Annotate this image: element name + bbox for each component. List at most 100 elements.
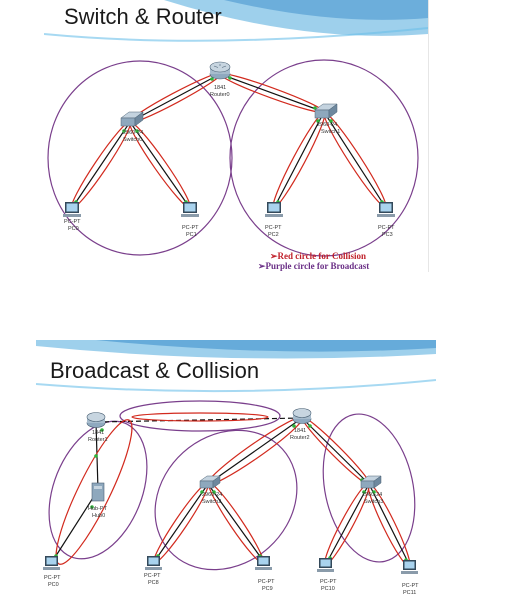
switch0-model-label: 2960-24 (123, 130, 143, 136)
hub-icon (91, 482, 105, 502)
pc-icon (265, 202, 283, 217)
pc-icon (181, 202, 199, 217)
svg-text:➢Purple circle for Broadcast: ➢Purple circle for Broadcast (258, 261, 369, 271)
link-switch1-pc2 (273, 111, 325, 209)
pc-icon (401, 560, 418, 574)
switch1[interactable]: 2960-24 Switch1 (314, 103, 340, 135)
switch0-name-label: Switch0 (123, 137, 142, 143)
pc1-type-label: PC-PT (182, 225, 199, 231)
pc1-name-label: PC1 (186, 232, 197, 238)
switch-icon (360, 475, 382, 489)
link-switch0-pc0 (71, 121, 131, 209)
link-switch0-pc1 (129, 121, 191, 209)
link-switch3-pc11 (368, 483, 411, 567)
header-band (36, 340, 436, 393)
switch3-name-label: Switch3 (364, 499, 383, 505)
collision-domain-router-link (131, 412, 269, 422)
pc-icon (255, 556, 272, 570)
pc10-name-label: PC10 (321, 586, 335, 592)
pc8-name-label: PC8 (148, 580, 159, 586)
svg-text:➢Red circle for Collision: ➢Red circle for Collision (270, 251, 366, 261)
pc0-name-label: PC0 (68, 226, 79, 232)
pc3-name-label: PC3 (382, 232, 393, 238)
pc8-type-label: PC-PT (144, 573, 161, 579)
pc9-name-label: PC9 (262, 586, 273, 592)
pc0-type-label: PC-PT (44, 575, 61, 581)
pc0[interactable]: PC-PT PC0 (63, 202, 81, 232)
pc-icon (317, 558, 334, 572)
router1-name-label: Router1 (88, 437, 108, 443)
router-icon (292, 408, 312, 424)
link-switch3-pc10 (325, 483, 370, 565)
slide-title: Broadcast & Collision (50, 358, 260, 383)
port-leds (54, 424, 408, 562)
link-router-switch0 (129, 73, 221, 123)
arrow-icon: ➢ (270, 251, 278, 261)
router-model-label: 1841 (214, 85, 226, 91)
router1[interactable]: 1841 Router1 (86, 412, 108, 444)
broadcast-domain-switch2 (154, 429, 298, 571)
pc8[interactable]: PC-PT PC8 (144, 556, 162, 586)
pc0-name-label: PC0 (48, 582, 59, 588)
pc10-type-label: PC-PT (320, 579, 337, 585)
pc-icon (377, 202, 395, 217)
arrow-icon: ➢ (258, 261, 266, 271)
router1-model-label: 1841 (92, 430, 104, 436)
pc3-type-label: PC-PT (378, 225, 395, 231)
pc11-name-label: PC11 (403, 590, 416, 596)
hub0[interactable]: Hub-PT Hub0 (88, 482, 108, 519)
switch3-model-label: 2960-24 (362, 492, 382, 498)
link-switch2-pc8 (153, 483, 209, 563)
switch1-model-label: 2960-24 (317, 122, 337, 128)
slide-switch-router: 1841 Router0 2960-24 Switch0 2960-24 Swi… (44, 0, 429, 272)
legend-collision-text: Red circle for Collision (278, 251, 366, 261)
router0[interactable]: 1841 Router0 (209, 61, 231, 98)
pc-icon (63, 202, 81, 217)
switch3[interactable]: 2960-24 Switch3 (360, 475, 383, 505)
link-router-switch1 (219, 73, 325, 113)
router2[interactable]: 1841 Router2 (290, 408, 312, 442)
broadcast-domains (48, 400, 416, 571)
header-band (44, 0, 428, 42)
pc9[interactable]: PC-PT PC9 (255, 556, 275, 592)
router-icon (86, 412, 106, 428)
diagram-switch-router: 1841 Router0 2960-24 Switch0 2960-24 Swi… (44, 0, 428, 271)
pc10[interactable]: PC-PT PC10 (317, 558, 337, 592)
broadcast-domain-router-link (119, 400, 281, 432)
switch1-name-label: Switch1 (321, 129, 340, 135)
slide-title: Switch & Router (64, 4, 222, 29)
link-router2-switch2 (207, 417, 303, 485)
pc1[interactable]: PC-PT PC1 (181, 202, 199, 238)
pc2-name-label: PC2 (268, 232, 279, 238)
pc-icon (145, 556, 162, 570)
switch2[interactable]: 2960-24 Switch2 (199, 475, 222, 505)
pc11[interactable]: PC-PT PC11 (401, 560, 419, 596)
hub-name-label: Hub0 (92, 513, 105, 519)
switch-icon (199, 475, 221, 489)
collision-domain-hub (55, 419, 133, 565)
pc3[interactable]: PC-PT PC3 (377, 202, 395, 238)
switch-icon (314, 103, 338, 119)
broadcast-domain-circle-right (229, 59, 419, 257)
pc0[interactable]: PC-PT PC0 (43, 556, 61, 588)
hub-model-label: Hub-PT (88, 506, 108, 512)
diagram-broadcast-collision: 1841 Router1 1841 Router2 Hub-PT Hub0 (36, 340, 436, 596)
switch2-model-label: 2960-24 (202, 492, 222, 498)
router2-name-label: Router2 (290, 435, 310, 441)
broadcast-domain-hub (48, 420, 148, 560)
switch0[interactable]: 2960-24 Switch0 (120, 111, 144, 143)
pc-icon (43, 556, 60, 570)
router2-model-label: 1841 (294, 428, 306, 434)
pc11-type-label: PC-PT (402, 583, 419, 589)
switch-icon (120, 111, 144, 127)
link-switch1-pc3 (323, 111, 387, 209)
router-icon (209, 61, 231, 80)
pc0-type-label: PC-PT (64, 219, 81, 225)
link-router2-switch3 (301, 417, 370, 485)
legend: ➢Red circle for Collision ➢Purple circle… (258, 251, 369, 271)
legend-broadcast-text: Purple circle for Broadcast (266, 261, 370, 271)
switch2-name-label: Switch2 (202, 499, 221, 505)
pc2[interactable]: PC-PT PC2 (265, 202, 283, 238)
pc9-type-label: PC-PT (258, 579, 275, 585)
broadcast-domain-circle-left (47, 60, 233, 256)
